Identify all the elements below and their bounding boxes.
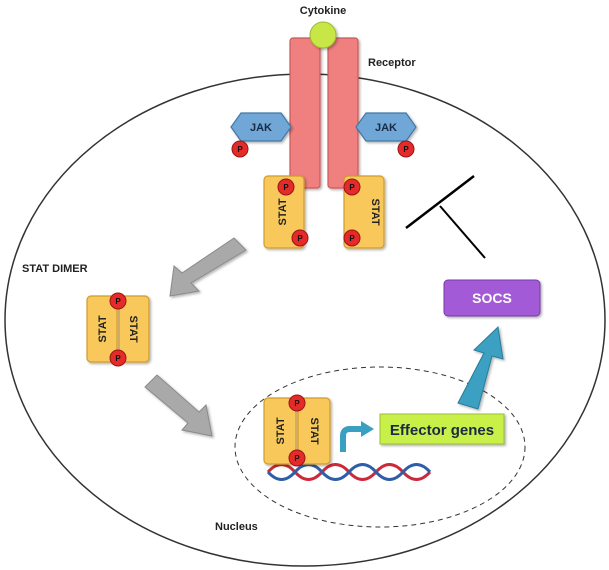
stat-dimer-label: STAT DIMER — [22, 263, 88, 275]
jak-left-label: JAK — [250, 122, 272, 134]
nuclear-stat-right-box — [297, 397, 331, 465]
transcription-arrow-head — [361, 421, 374, 437]
effector-genes-box — [379, 413, 505, 445]
dna-strand-blue — [266, 463, 432, 481]
receptor-left-chain — [289, 37, 321, 189]
dimer-phosphate-bottom-label: P — [115, 354, 121, 363]
jak-left-phosphate-label: P — [237, 145, 243, 154]
socs-box — [443, 279, 541, 317]
jak-left-phosphate — [231, 140, 249, 158]
nuclear-phosphate-top — [288, 394, 306, 412]
nuclear-stat-right-label: STAT — [308, 417, 320, 444]
stat-left-label: STAT — [277, 198, 289, 225]
dimer-phosphate-bottom — [109, 349, 127, 367]
jak-right-phosphate — [397, 140, 415, 158]
socs-induction-arrow — [457, 325, 504, 410]
nuclear-stat-left-box — [263, 397, 297, 465]
dimer-stat-left-label: STAT — [97, 315, 109, 342]
stat-left-phosphate-top — [277, 178, 295, 196]
receptor-right-chain — [327, 37, 359, 189]
dimer-stat-right-label: STAT — [127, 315, 139, 342]
nucleus-membrane — [234, 366, 526, 528]
stat-left-phosphate-top-label: P — [283, 183, 289, 192]
transcription-arrow-shaft — [340, 426, 362, 452]
stat-right-phosphate-bottom — [343, 229, 361, 247]
receptor — [289, 37, 359, 189]
jak-right-phosphate-label: P — [403, 145, 409, 154]
stat-right-label: STAT — [369, 198, 381, 225]
stat-left-phosphate-bottom-label: P — [297, 234, 303, 243]
nuclear-stat-left-label: STAT — [275, 417, 287, 444]
effector-genes-label: Effector genes — [390, 422, 494, 439]
nuclear-phosphate-bottom — [288, 449, 306, 467]
nucleus-label: Nucleus — [215, 521, 258, 533]
dimerization-arrow — [169, 237, 247, 297]
nuclear-phosphate-bottom-label: P — [294, 454, 300, 463]
stat-dimer-nucleus: STAT STAT P P — [263, 394, 331, 467]
dimer-stat-left-box — [86, 295, 118, 363]
dimer-stat-right-box — [118, 295, 150, 363]
stat-right-phosphate-top-label: P — [349, 183, 355, 192]
socs-label: SOCS — [472, 290, 512, 306]
cytokine-ligand — [309, 21, 337, 49]
nuclear-translocation-arrow — [144, 374, 213, 437]
stat-right-phosphate-bottom-label: P — [349, 234, 355, 243]
stat-dimer-cytoplasm: STAT STAT P P — [86, 292, 150, 367]
dimer-phosphate-top-label: P — [115, 297, 121, 306]
cytokine-label: Cytokine — [300, 5, 346, 17]
stat-left-phosphate-bottom — [291, 229, 309, 247]
dimer-phosphate-top — [109, 292, 127, 310]
stat-right-phosphate-top — [343, 178, 361, 196]
inhibition-bar — [405, 175, 475, 229]
jak-right-label: JAK — [375, 122, 397, 134]
receptor-label: Receptor — [368, 57, 416, 69]
inhibition-line — [439, 205, 486, 259]
nuclear-phosphate-top-label: P — [294, 399, 300, 408]
stat-left-box — [263, 175, 305, 249]
jak-left-shape — [230, 112, 292, 142]
